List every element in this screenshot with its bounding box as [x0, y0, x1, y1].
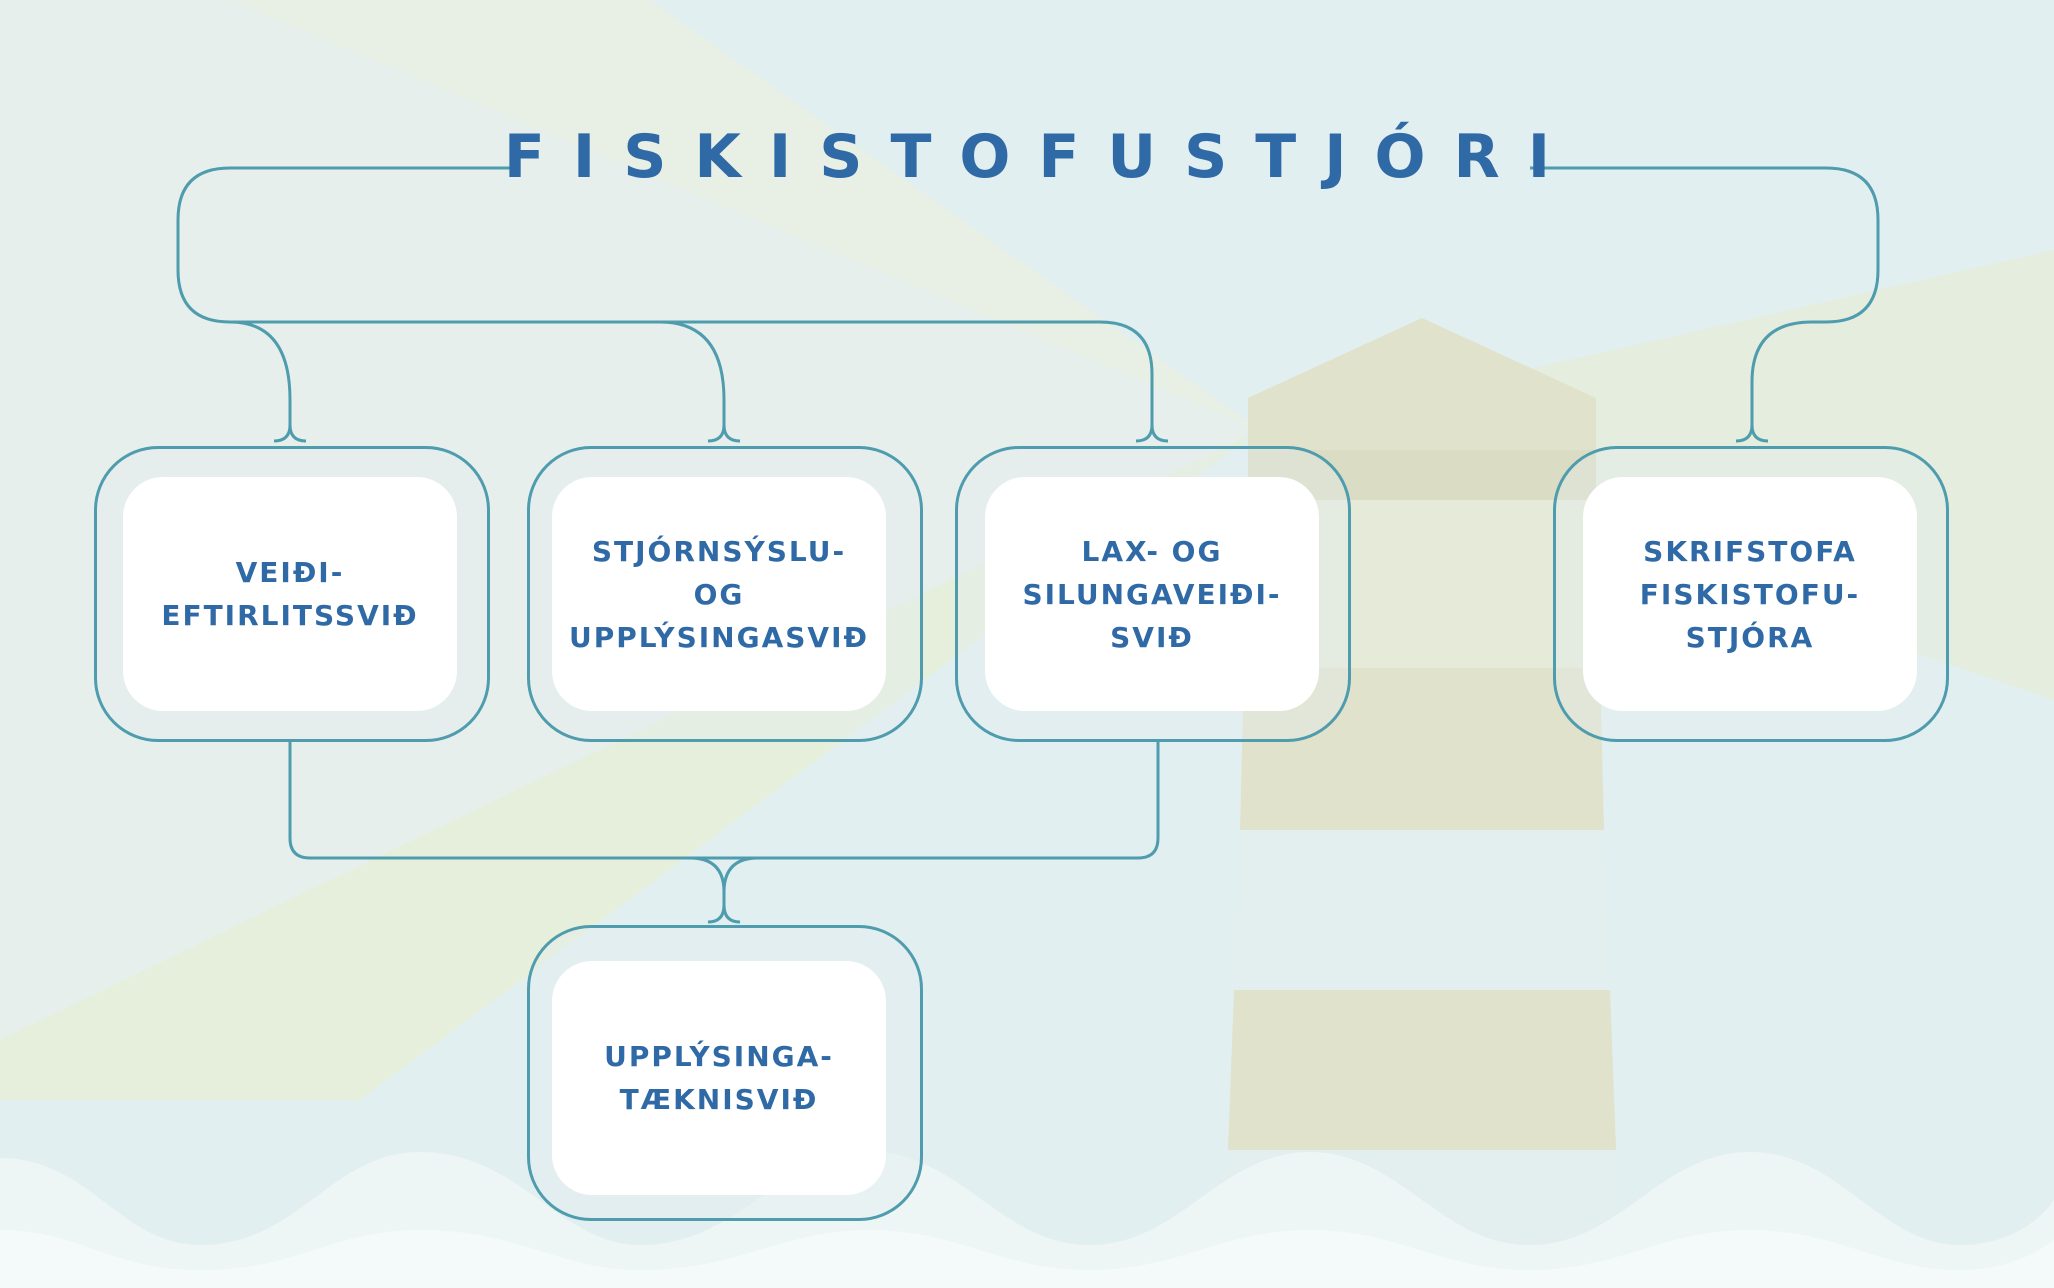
connector-veidieftirlit-left: [273, 424, 292, 443]
node-label-upplysinga: UPPLÝSINGA- TÆKNISVIÐ: [604, 1040, 834, 1116]
connector-veidieftirlit: [229, 320, 307, 443]
node-upplysinga[interactable]: UPPLÝSINGA- TÆKNISVIÐ: [552, 961, 886, 1195]
connector-stjornsyslu: [659, 320, 741, 443]
connector-stjornsyslu-left: [707, 424, 726, 443]
connector-skrifstofa-right: [1750, 424, 1769, 443]
node-stjornsyslu[interactable]: STJÓRNSÝSLU- OG UPPLÝSINGASVIÐ: [552, 477, 886, 711]
node-lax[interactable]: LAX- OG SILUNGAVEIÐI- SVIÐ: [985, 477, 1319, 711]
node-label-lax: LAX- OG SILUNGAVEIÐI- SVIÐ: [1022, 534, 1282, 654]
page-title: FISKISTOFUSTJÓRI: [503, 122, 1579, 192]
node-label-stjornsyslu: STJÓRNSÝSLU- OG UPPLÝSINGASVIÐ: [569, 534, 869, 654]
light-beam-lower: [0, 430, 1260, 1100]
node-skrifstofa[interactable]: SKRIFSTOFA FISKISTOFU- STJÓRA: [1583, 477, 1917, 711]
node-label-veidieftirlit: VEIÐI- EFTIRLITSSVIÐ: [161, 556, 419, 632]
connector-upplysinga-right: [722, 856, 759, 924]
connector-lower-bracket: [288, 740, 1160, 860]
connector-title-right: [1530, 166, 1880, 443]
node-veidieftirlit[interactable]: VEIÐI- EFTIRLITSSVIÐ: [123, 477, 457, 711]
waves-front: [0, 1230, 2054, 1288]
connector-upplysinga: [689, 856, 726, 924]
connector-lax-left: [1135, 424, 1154, 443]
connector-title-left: [176, 166, 1169, 443]
node-label-skrifstofa: SKRIFSTOFA FISKISTOFU- STJÓRA: [1639, 534, 1861, 654]
